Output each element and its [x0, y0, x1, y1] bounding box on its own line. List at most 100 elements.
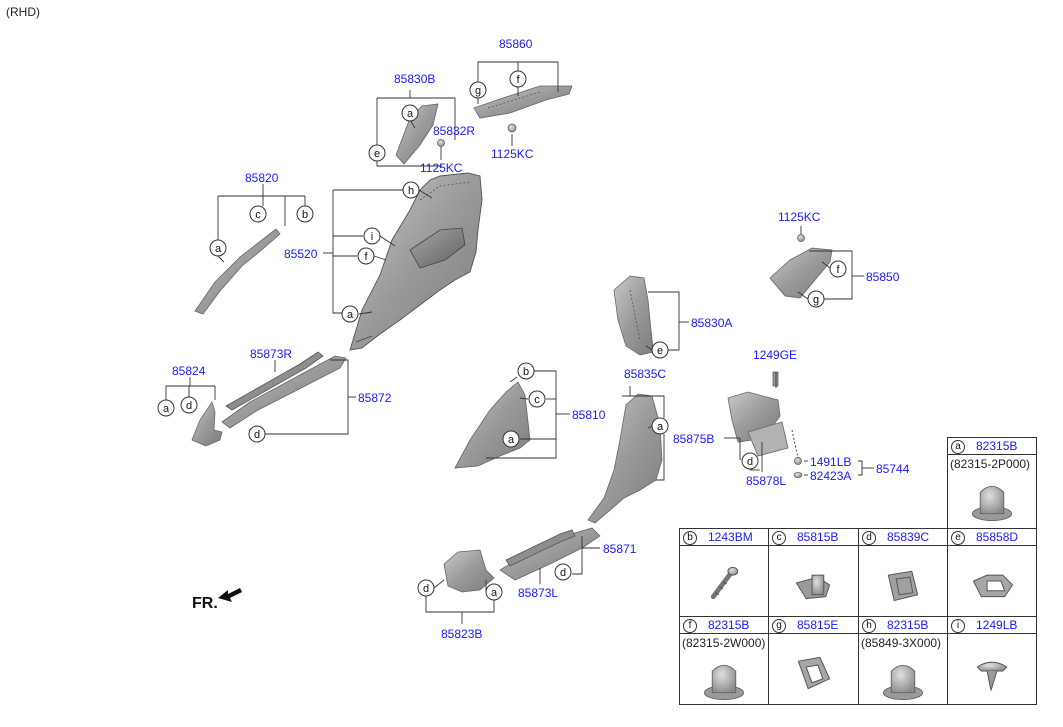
part-85824[interactable] — [191, 401, 223, 447]
front-arrow-icon — [218, 588, 242, 602]
legend-cell-e[interactable]: e 85858D — [947, 528, 1037, 617]
grommet-icon — [882, 664, 924, 701]
marker-d-85871: d — [554, 563, 572, 581]
fastener-1249GE — [772, 371, 779, 387]
marker-f-85520: f — [357, 247, 375, 265]
marker-c-85820: c — [249, 205, 267, 223]
screw-icon — [710, 566, 739, 600]
svg-text:a: a — [508, 434, 515, 446]
part-85820[interactable] — [194, 228, 281, 315]
callout-85850[interactable]: 85850 — [866, 270, 900, 284]
svg-text:a: a — [347, 309, 354, 321]
clip-d-icon — [887, 570, 919, 602]
callout-82423A[interactable]: 82423A — [810, 469, 852, 483]
callout-85810[interactable]: 85810 — [572, 408, 606, 422]
callout-85875B[interactable]: 85875B — [673, 432, 715, 446]
legend-code-h: 82315B — [887, 618, 929, 632]
callout-85820[interactable]: 85820 — [245, 171, 279, 185]
fastener-1125KC-top — [507, 123, 517, 133]
callout-85871[interactable]: 85871 — [603, 542, 637, 556]
marker-c-85810: c — [528, 390, 546, 408]
svg-text:a: a — [657, 421, 664, 433]
callout-1249GE[interactable]: 1249GE — [753, 348, 798, 362]
legend-letter-a: a — [951, 440, 965, 454]
leader-lines — [165, 61, 874, 624]
grommet-icon — [703, 664, 745, 701]
legend-letter-d: d — [862, 531, 876, 545]
svg-text:a: a — [163, 403, 170, 415]
callout-1125KC-left[interactable]: 1125KC — [420, 161, 463, 175]
callout-85872[interactable]: 85872 — [358, 391, 392, 405]
marker-b-85820: b — [296, 205, 314, 223]
legend-cell-a[interactable]: a 82315B (82315-2P000) — [947, 437, 1037, 529]
svg-text:b: b — [302, 209, 308, 221]
svg-text:a: a — [491, 587, 498, 599]
svg-text:d: d — [186, 400, 192, 412]
marker-a-85835C: a — [651, 417, 669, 435]
svg-text:g: g — [475, 85, 481, 97]
legend-sub-h: (85849-3X000) — [861, 636, 942, 650]
legend-code-f: 82315B — [708, 618, 750, 632]
callout-85860[interactable]: 85860 — [499, 37, 533, 51]
part-85875B[interactable] — [727, 391, 789, 457]
svg-text:d: d — [423, 583, 429, 595]
callout-85744[interactable]: 85744 — [876, 462, 910, 476]
part-85871[interactable] — [499, 527, 601, 581]
marker-d-85823B: d — [417, 579, 435, 597]
part-85872[interactable] — [221, 351, 347, 429]
svg-text:f: f — [516, 74, 520, 86]
callout-1491LB[interactable]: 1491LB — [810, 455, 852, 469]
callout-85873R[interactable]: 85873R — [250, 347, 293, 361]
marker-e-85830B: e — [368, 144, 386, 162]
callout-1125KC-right[interactable]: 1125KC — [778, 210, 821, 224]
callout-85830A[interactable]: 85830A — [691, 316, 733, 330]
legend-cell-i[interactable]: i 1249LB — [947, 616, 1037, 705]
svg-text:c: c — [534, 394, 540, 406]
legend-letter-b: b — [683, 531, 697, 545]
part-85850[interactable] — [769, 247, 833, 299]
marker-d-85875B: d — [741, 452, 759, 470]
legend-cell-c[interactable]: c 85815B — [768, 528, 859, 617]
part-85860[interactable] — [473, 85, 573, 119]
callout-85835C[interactable]: 85835C — [624, 367, 667, 381]
legend-cell-d[interactable]: d 85839C — [858, 528, 948, 617]
legend-letter-f: f — [683, 619, 697, 633]
part-85830A[interactable] — [613, 275, 655, 356]
legend-code-i: 1249LB — [976, 618, 1018, 632]
marker-i-85520: i — [363, 227, 381, 245]
legend-cell-g[interactable]: g 85815E — [768, 616, 859, 705]
callout-85520[interactable]: 85520 — [284, 247, 318, 261]
callout-1125KC-top[interactable]: 1125KC — [491, 147, 534, 161]
clip-g-icon — [797, 656, 831, 690]
pin-icon — [976, 661, 1008, 691]
legend-cell-h[interactable]: h 82315B (85849-3X000) — [858, 616, 948, 705]
part-85810[interactable] — [454, 381, 531, 469]
legend-cell-b[interactable]: b 1243BM — [679, 528, 769, 617]
letter-markers: g f a e c b a h i f a f g e a d d b c a … — [157, 70, 847, 601]
part-85823B[interactable] — [443, 549, 495, 593]
callout-85878L[interactable]: 85878L — [746, 474, 787, 488]
marker-g-85850: g — [807, 290, 825, 308]
fastener-1125KC-left — [437, 139, 445, 147]
front-direction-label: FR. — [192, 595, 218, 612]
svg-text:f: f — [836, 264, 840, 276]
marker-g-85860: g — [469, 81, 487, 99]
callout-85830B[interactable]: 85830B — [394, 72, 436, 86]
callout-85873L[interactable]: 85873L — [518, 586, 559, 600]
variant-label: (RHD) — [6, 5, 40, 19]
callout-85832R[interactable]: 85832R — [433, 124, 476, 138]
fastener-82423A — [793, 472, 803, 478]
part-85520[interactable] — [349, 172, 483, 351]
clip-c-icon — [795, 574, 831, 600]
legend-sub-a: (82315-2P000) — [950, 457, 1031, 471]
legend-letter-c: c — [772, 531, 786, 545]
legend-cell-f[interactable]: f 82315B (82315-2W000) — [679, 616, 769, 705]
marker-a-85824: a — [157, 399, 175, 417]
callout-85824[interactable]: 85824 — [172, 364, 206, 378]
svg-text:b: b — [523, 366, 529, 378]
svg-text:e: e — [374, 148, 380, 160]
legend-letter-i: i — [951, 619, 965, 633]
legend-code-g: 85815E — [797, 618, 839, 632]
callout-85823B[interactable]: 85823B — [441, 627, 483, 641]
